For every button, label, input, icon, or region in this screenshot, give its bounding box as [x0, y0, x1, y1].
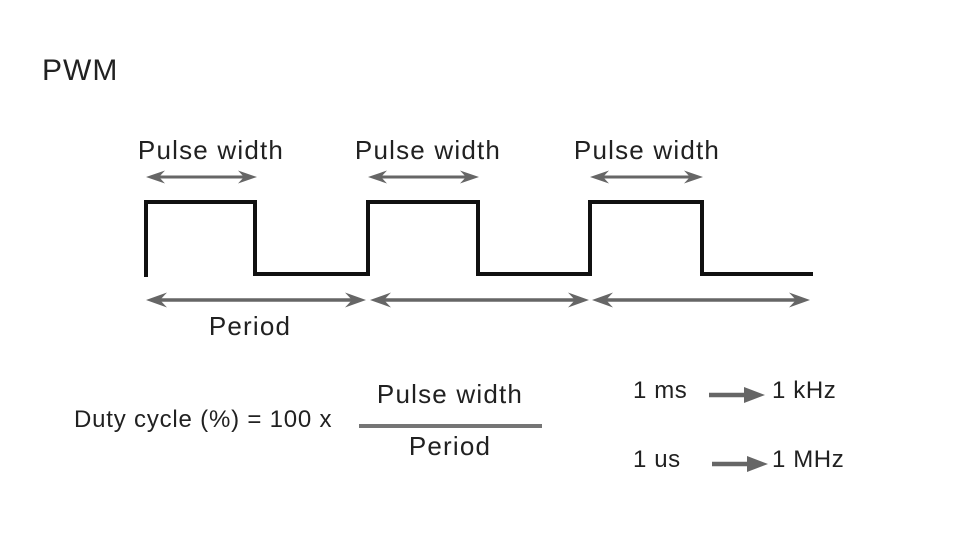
conversion-1-to: 1 kHz [772, 377, 837, 404]
period-arrow-2 [370, 292, 589, 308]
pulse-width-arrow-3 [590, 170, 703, 184]
conversion-arrow-us-mhz [712, 456, 768, 472]
page-title: PWM [42, 54, 119, 87]
pulse-width-label-3: Pulse width [573, 135, 721, 165]
pulse-width-arrow-1 [146, 170, 257, 184]
pulse-width-label-2: Pulse width [354, 135, 502, 165]
pulse-width-arrow-2 [368, 170, 479, 184]
formula-numerator: Pulse width [376, 379, 524, 409]
conversion-2-to: 1 MHz [772, 446, 845, 473]
duty-cycle-formula-prefix: Duty cycle (%) = 100 x [74, 406, 333, 433]
conversion-2-from: 1 us [633, 446, 681, 473]
pulse-width-label-1: Pulse width [137, 135, 285, 165]
period-arrow-1 [146, 292, 366, 308]
conversion-1-from: 1 ms [633, 377, 688, 404]
formula-denominator: Period [408, 431, 492, 461]
period-label: Period [208, 311, 292, 341]
conversion-arrow-ms-khz [709, 387, 765, 403]
period-arrow-3 [592, 292, 810, 308]
pwm-signal-waveform [144, 200, 813, 277]
fraction-bar [359, 424, 542, 428]
